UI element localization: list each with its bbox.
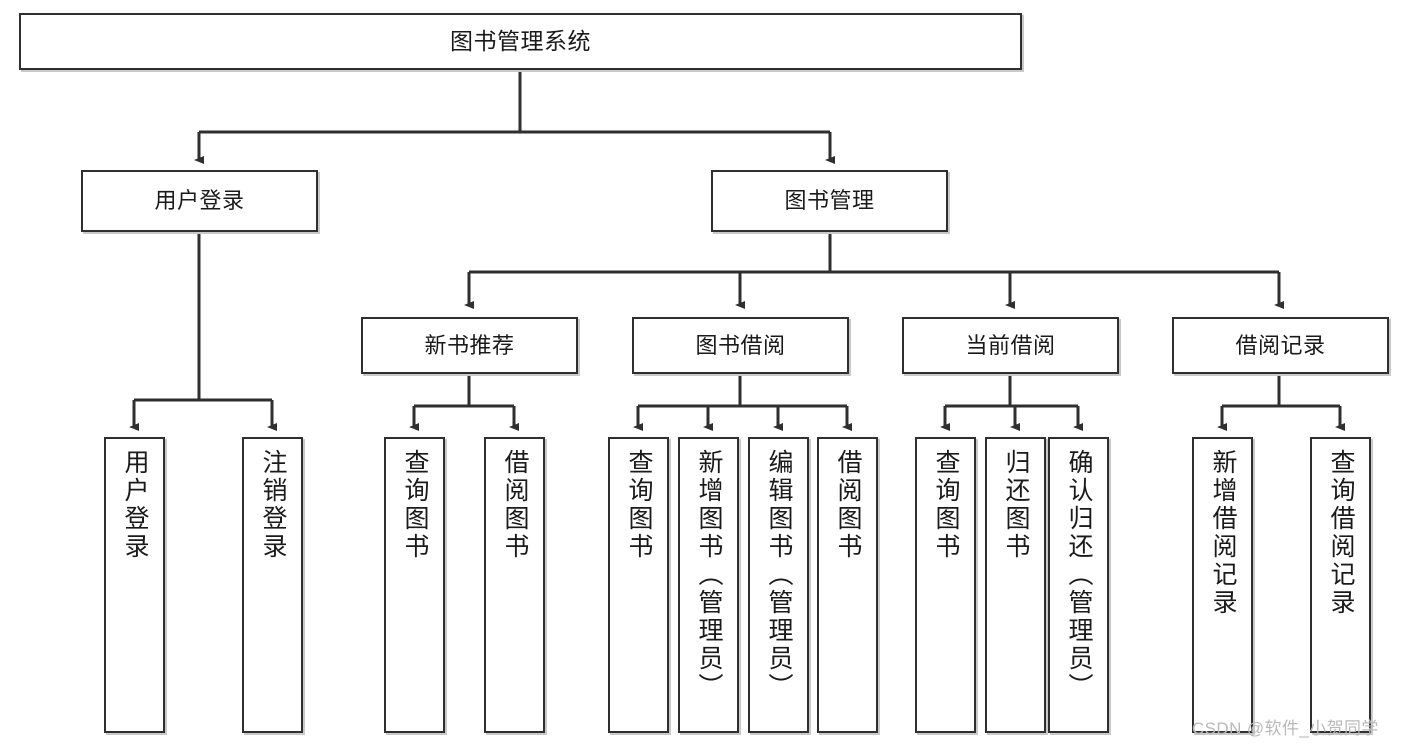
node-root-system[interactable]: 图书管理系统 xyxy=(19,13,1022,70)
csdn-watermark: CSDN @软件_小贺同学 xyxy=(1192,719,1379,738)
node-label: 查询图书 xyxy=(932,449,960,561)
node-leaf-user-login[interactable]: 用户登录 xyxy=(104,437,165,733)
node-leaf-confirm-return[interactable]: 确认归还（管理员） xyxy=(1048,437,1109,733)
node-label: 注销登录 xyxy=(259,449,287,561)
node-leaf-borrow-book-2[interactable]: 借阅图书 xyxy=(817,437,878,733)
node-leaf-add-book[interactable]: 新增图书（管理员） xyxy=(678,437,739,733)
node-leaf-user-logout[interactable]: 注销登录 xyxy=(242,437,303,733)
node-label: 归还图书 xyxy=(1002,449,1030,561)
node-leaf-edit-book[interactable]: 编辑图书（管理员） xyxy=(748,437,809,733)
node-label: 图书管理 xyxy=(784,188,875,214)
node-leaf-query-book-2[interactable]: 查询图书 xyxy=(608,437,669,733)
node-label: 借阅记录 xyxy=(1235,332,1326,358)
node-label: 新书推荐 xyxy=(424,332,515,358)
node-label: 借阅图书 xyxy=(834,449,862,561)
node-leaf-query-record[interactable]: 查询借阅记录 xyxy=(1310,437,1371,733)
node-leaf-return-book[interactable]: 归还图书 xyxy=(985,437,1046,733)
node-label: 图书借阅 xyxy=(695,332,786,358)
node-borrow-record[interactable]: 借阅记录 xyxy=(1172,317,1389,374)
node-label: 用户登录 xyxy=(154,188,245,214)
node-book-borrow[interactable]: 图书借阅 xyxy=(632,317,849,374)
node-leaf-query-book-3[interactable]: 查询图书 xyxy=(915,437,976,733)
node-leaf-query-book-1[interactable]: 查询图书 xyxy=(384,437,445,733)
node-label: 新增图书（管理员） xyxy=(695,449,723,701)
node-leaf-add-record[interactable]: 新增借阅记录 xyxy=(1192,437,1253,733)
node-book-manage[interactable]: 图书管理 xyxy=(711,170,948,232)
node-current-borrow[interactable]: 当前借阅 xyxy=(902,317,1119,374)
node-label: 确认归还（管理员） xyxy=(1065,449,1093,701)
node-label: 用户登录 xyxy=(121,449,149,561)
node-label: 查询图书 xyxy=(625,449,653,561)
node-label: 查询借阅记录 xyxy=(1327,449,1355,617)
node-label: 当前借阅 xyxy=(965,332,1056,358)
node-label: 查询图书 xyxy=(401,449,429,561)
node-label: 图书管理系统 xyxy=(450,28,591,55)
node-label: 新增借阅记录 xyxy=(1209,449,1237,617)
node-label: 编辑图书（管理员） xyxy=(765,449,793,701)
node-leaf-borrow-book-1[interactable]: 借阅图书 xyxy=(484,437,545,733)
node-user-login[interactable]: 用户登录 xyxy=(81,170,318,232)
node-label: 借阅图书 xyxy=(501,449,529,561)
node-new-book-recommend[interactable]: 新书推荐 xyxy=(361,317,578,374)
